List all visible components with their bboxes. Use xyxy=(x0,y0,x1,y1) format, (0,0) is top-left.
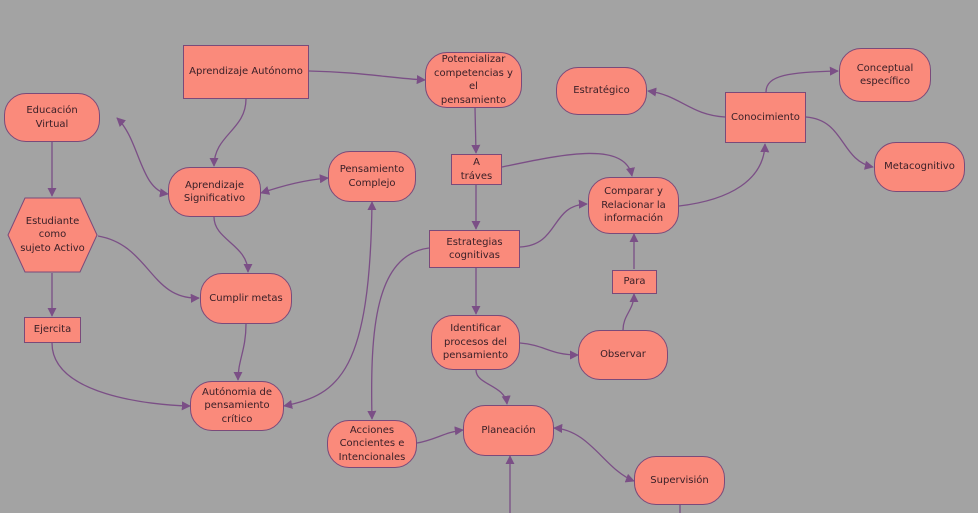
node-autonomia-critico: Autónomia de pensamiento crítico xyxy=(190,381,284,431)
hexagon-shape xyxy=(7,197,98,273)
node-identificar: Identificar procesos del pensamiento xyxy=(431,315,520,370)
edge-significativo-complejo xyxy=(260,174,329,195)
edge-potencializar-atraves xyxy=(471,107,481,154)
node-ejercita: Ejercita xyxy=(24,317,81,343)
edge-observar-para xyxy=(622,293,639,331)
edge-estrategias-acciones xyxy=(367,247,430,420)
edge-estrategias-comparar xyxy=(519,199,588,248)
edge-conocimiento-metacognitivo xyxy=(805,116,874,170)
node-observar: Observar xyxy=(578,330,668,380)
edge-planeacion-supervision xyxy=(553,423,635,483)
edge-significativo-metas xyxy=(213,216,253,273)
node-conocimiento: Conocimiento xyxy=(725,92,806,143)
edge-comparar-conocimiento xyxy=(678,143,770,207)
node-aprendizaje-autonomo: Aprendizaje Autónomo xyxy=(183,45,309,99)
edge-ejercita-autonomia xyxy=(51,342,191,411)
node-cumplir-metas: Cumplir metas xyxy=(200,273,292,324)
node-acciones: Acciones Concientes e Intencionales xyxy=(327,420,417,468)
node-conceptual: Conceptual específico xyxy=(839,48,931,102)
node-a-traves: A tráves xyxy=(451,154,502,185)
edge-identificar-observar xyxy=(519,342,579,360)
node-metacognitivo: Metacognitivo xyxy=(874,142,965,192)
edge-autonomo-significativo xyxy=(209,98,247,167)
edge-identificar-planeacion xyxy=(475,369,511,405)
edge-acciones-planeacion xyxy=(416,426,464,444)
edge-autonomo-potencializar xyxy=(308,70,426,85)
edge-conocimiento-estrategico xyxy=(647,87,726,118)
node-educacion-virtual: Educación Virtual xyxy=(4,93,100,142)
edge-atraves-comparar xyxy=(501,152,635,177)
node-estudiante-activo: Estudiante como sujeto Activo xyxy=(7,197,98,273)
node-potencializar: Potencializar competencias y el pensamie… xyxy=(425,52,522,108)
node-aprendizaje-significativo: Aprendizaje Significativo xyxy=(168,167,261,217)
node-planeacion: Planeación xyxy=(463,405,554,456)
node-pensamiento-complejo: Pensamiento Complejo xyxy=(328,151,416,202)
node-estrategico: Estratégico xyxy=(556,67,647,115)
node-estudiante-activo-label: Estudiante como sujeto Activo xyxy=(20,215,85,254)
edge-metas-autonomia xyxy=(233,323,247,381)
edge-conocimiento-conceptual xyxy=(765,66,839,93)
edge-educacion-significativo xyxy=(116,117,169,198)
node-supervision: Supervisión xyxy=(634,456,725,505)
node-para: Para xyxy=(612,270,657,294)
edge-estudiante-metas xyxy=(97,235,200,303)
node-estrategias-cognitivas: Estrategias cognitivas xyxy=(429,230,520,268)
edge-autonomia-complejo xyxy=(283,201,377,409)
node-comparar: Comparar y Relacionar la información xyxy=(588,177,679,234)
